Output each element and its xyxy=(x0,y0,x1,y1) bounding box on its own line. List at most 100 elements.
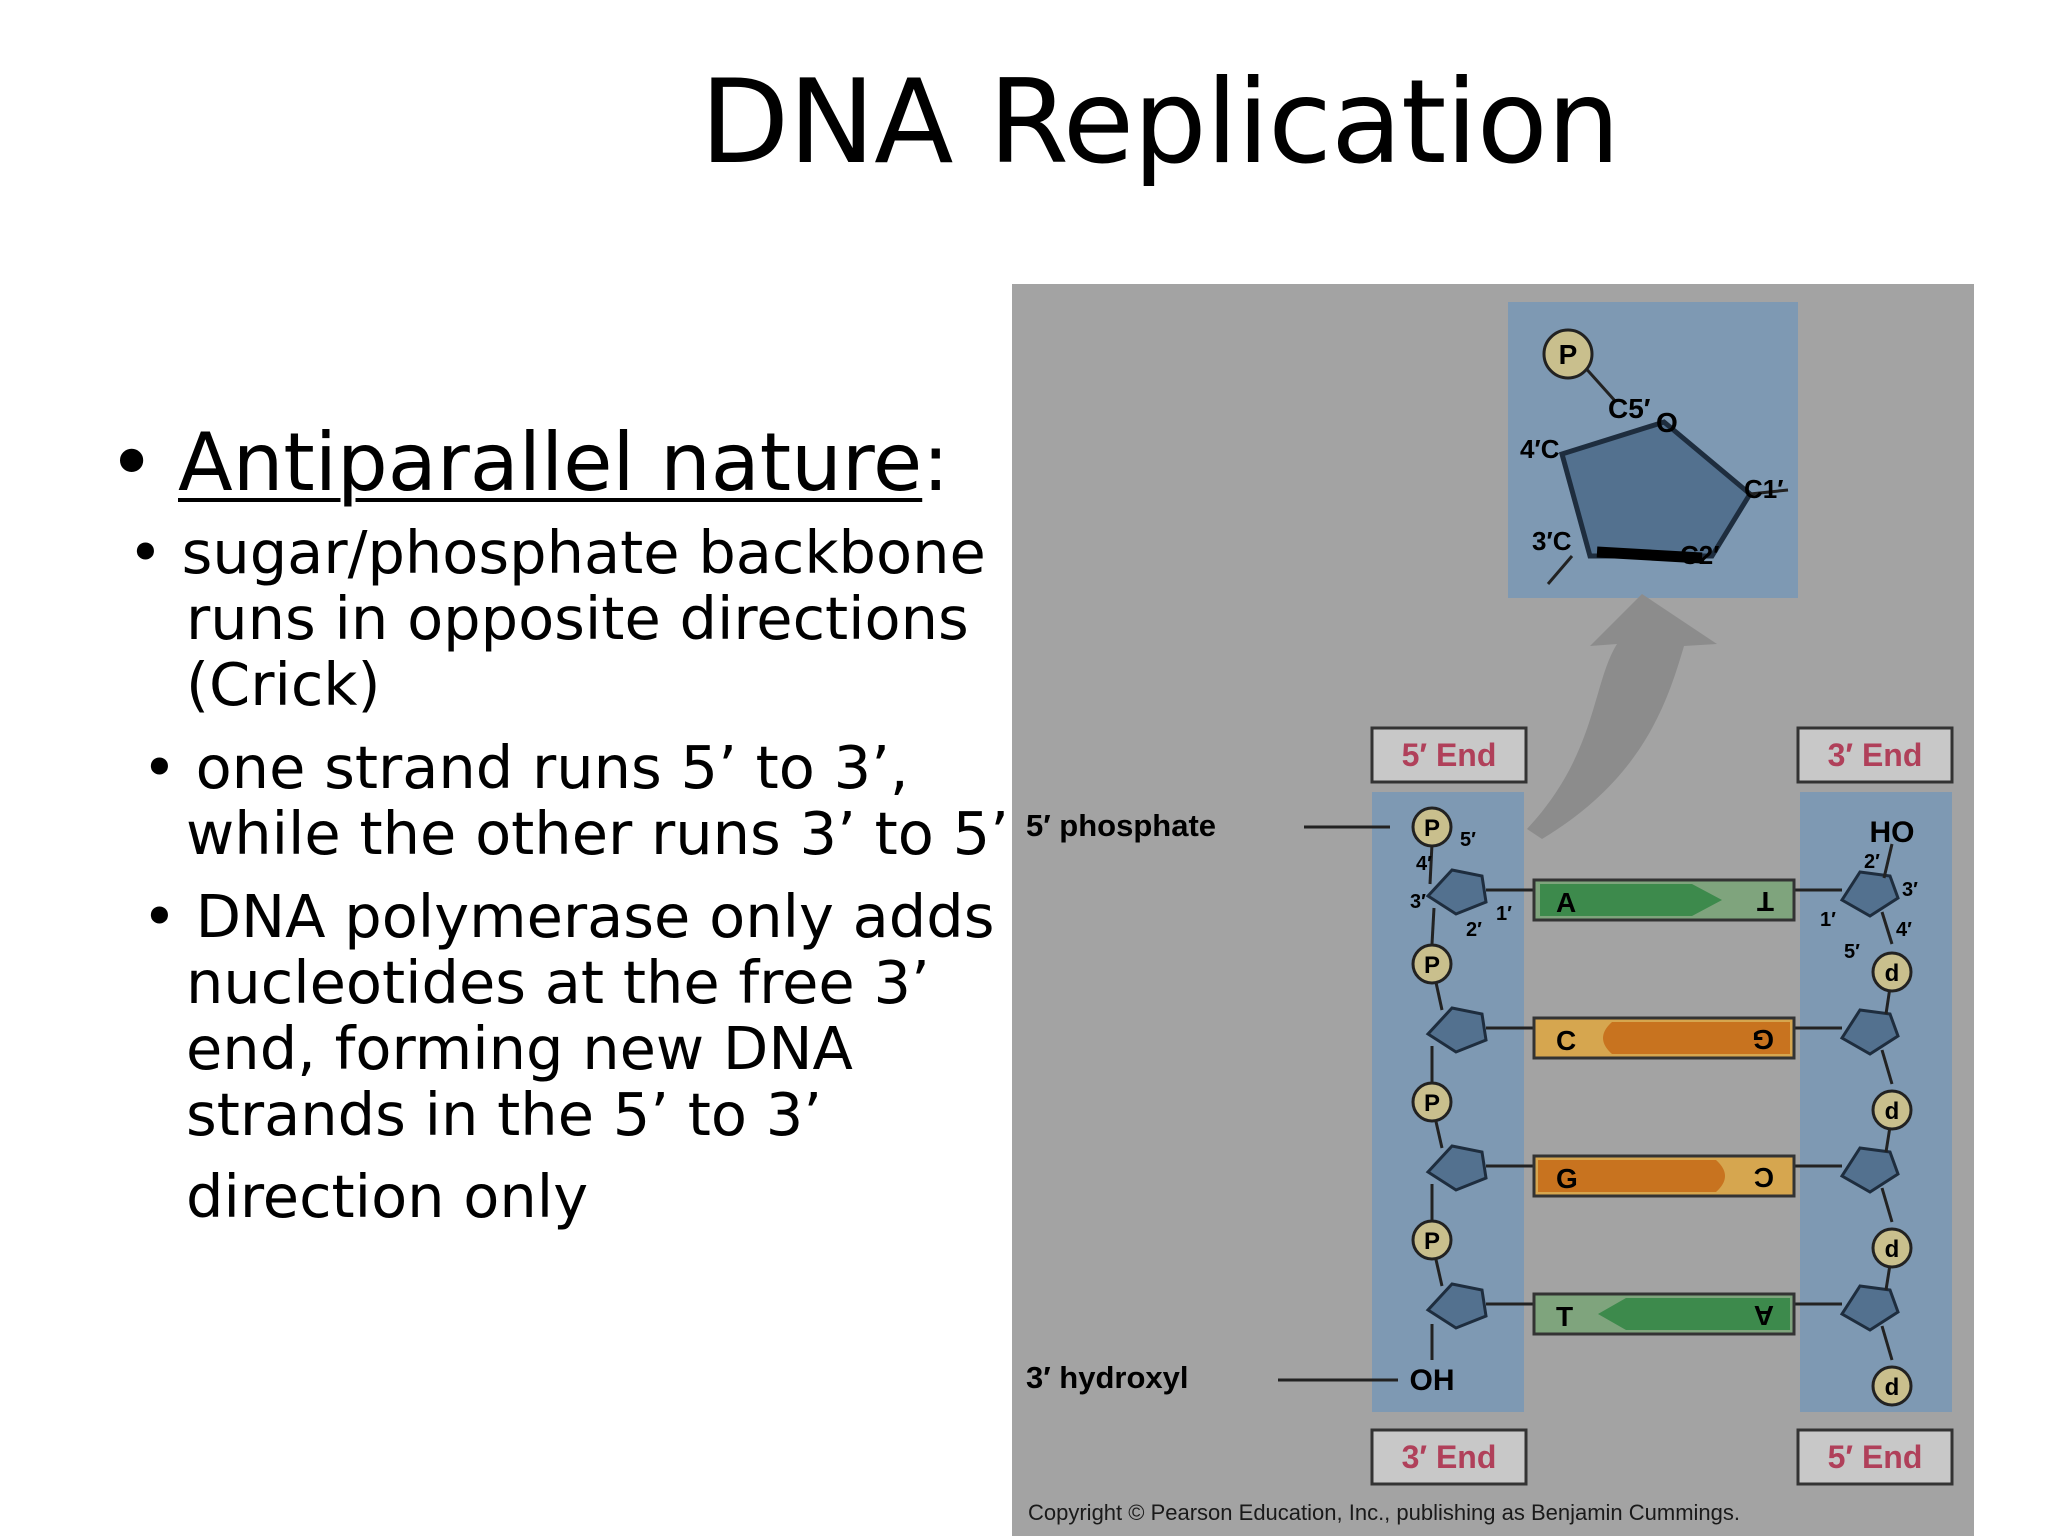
right-phosphate-3 xyxy=(1871,1227,1913,1269)
base-pair-2: C G xyxy=(1532,1016,1796,1060)
phosphate-side-label: 5′ phosphate xyxy=(1026,808,1216,843)
copyright-text: Copyright © Pearson Education, Inc., pub… xyxy=(1028,1500,1740,1525)
right-strand xyxy=(1794,843,1900,1361)
sub-bullet-line: end, forming new DNA xyxy=(186,1014,853,1083)
ho-label: HO xyxy=(1870,816,1915,849)
left-sugar-3 xyxy=(1425,1144,1488,1192)
bullet-marker: • xyxy=(128,518,163,587)
o-label: O xyxy=(1656,407,1678,438)
base-right-letter: G xyxy=(1752,1024,1774,1055)
base-pair-1: A T xyxy=(1532,878,1796,922)
sub-bullet-line: one strand runs 5’ to 3’, xyxy=(195,733,909,802)
oh-label: OH xyxy=(1410,1364,1455,1397)
main-bullet-suffix: : xyxy=(922,416,950,509)
base-left-letter: T xyxy=(1556,1301,1573,1332)
right-phosphate-1 xyxy=(1871,951,1913,993)
right-num-1: 1′ xyxy=(1820,909,1836,931)
sub-bullet-line: DNA polymerase only adds xyxy=(195,882,995,951)
left-phosphate-label-1: P xyxy=(1424,815,1440,842)
base-right-shape xyxy=(1603,1022,1790,1054)
page-title: DNA Replication xyxy=(700,55,1620,190)
left-num-2: 2′ xyxy=(1466,919,1482,941)
right-phosphate-label-3: d xyxy=(1885,1236,1900,1263)
left-phosphate-1 xyxy=(1411,806,1453,848)
base-right-letter: C xyxy=(1754,1162,1774,1193)
dna-diagram: P C5′ O 4′C C1′ 3′C C2′ 5′ End 3′ End 3′… xyxy=(1012,284,1974,1536)
left-phosphate-3 xyxy=(1411,1081,1453,1123)
left-phosphate-label-4: P xyxy=(1424,1228,1440,1255)
base-pair-4: T A xyxy=(1532,1292,1796,1336)
left-num-4: 4′ xyxy=(1416,853,1432,875)
left-num-1: 1′ xyxy=(1496,903,1512,925)
right-phosphate-label-4: d xyxy=(1885,1374,1900,1401)
left-phosphate-label-3: P xyxy=(1424,1090,1440,1117)
left-num-5: 5′ xyxy=(1460,829,1476,851)
sub-bullet-line: (Crick) xyxy=(186,650,381,719)
right-phosphate-2 xyxy=(1871,1089,1913,1131)
c2-label: C2′ xyxy=(1680,540,1719,570)
sugar-bond xyxy=(1596,546,1703,564)
right-backbone-line xyxy=(1880,1325,1894,1361)
right-backbone-line xyxy=(1880,1049,1894,1085)
end-box-left-bottom xyxy=(1370,1428,1528,1486)
base-pair-3: G C xyxy=(1532,1154,1796,1198)
left-backbone-line xyxy=(1430,907,1436,945)
right-num-5: 5′ xyxy=(1844,941,1860,963)
sugar-ring xyxy=(1558,419,1754,559)
left-num-3: 3′ xyxy=(1410,891,1426,913)
right-backbone-line xyxy=(1880,911,1894,945)
end-box-right-top xyxy=(1796,726,1954,784)
sub-bullet-1: • sugar/phosphate backbone runs in oppos… xyxy=(128,520,986,718)
bullet-marker: • xyxy=(142,882,177,951)
sub-bullet-3: • DNA polymerase only adds nucleotides a… xyxy=(142,884,994,1230)
left-sugar-2 xyxy=(1425,1006,1488,1054)
end-label-right-top: 3′ End xyxy=(1828,737,1923,773)
c1-label: C1′ xyxy=(1744,474,1783,504)
sub-bullet-2: • one strand runs 5’ to 3’, while the ot… xyxy=(142,735,1029,867)
left-phosphate-4 xyxy=(1411,1219,1453,1261)
base-right-letter: A xyxy=(1754,1300,1774,1331)
sub-bullet-line: sugar/phosphate backbone xyxy=(181,518,986,587)
ring-bond-c1 xyxy=(1749,488,1789,496)
base-left-letter: A xyxy=(1556,887,1576,918)
c4-label: 4′C xyxy=(1520,434,1560,464)
left-strand xyxy=(1425,843,1534,1360)
hydroxyl-side-label: 3′ hydroxyl xyxy=(1026,1360,1189,1395)
left-sugar-4 xyxy=(1425,1282,1488,1330)
left-phosphates xyxy=(1411,806,1453,1261)
left-sugar-1 xyxy=(1425,868,1488,916)
sub-bullet-line: strands in the 5’ to 3’ xyxy=(186,1080,823,1149)
bullet-marker: • xyxy=(108,416,156,509)
base-left-shape xyxy=(1538,1160,1725,1192)
bullet-marker: • xyxy=(142,733,177,802)
curved-arrow xyxy=(1527,594,1717,839)
ring-bond-c3 xyxy=(1546,555,1574,585)
end-box-right-bottom xyxy=(1796,1428,1954,1486)
end-box-left-top xyxy=(1370,726,1528,784)
end-label-left-top: 5′ End xyxy=(1402,737,1497,773)
left-phosphate-label-2: P xyxy=(1424,952,1440,979)
base-right-letter: T xyxy=(1757,886,1774,917)
right-phosphate-label-2: d xyxy=(1885,1098,1900,1125)
base-left-letter: C xyxy=(1556,1025,1576,1056)
end-label-left-bottom: 3′ End xyxy=(1402,1439,1497,1475)
right-backbone-line xyxy=(1880,1187,1894,1223)
right-num-4: 4′ xyxy=(1896,919,1912,941)
base-left-letter: G xyxy=(1556,1163,1578,1194)
right-phosphate-4 xyxy=(1871,1365,1913,1407)
sub-bullet-line: while the other runs 3’ to 5’; xyxy=(186,799,1029,868)
sub-bullet-line: nucleotides at the free 3’ xyxy=(186,948,930,1017)
sub-bullet-line: direction only xyxy=(186,1162,589,1231)
main-bullet: •Antiparallel nature: xyxy=(108,418,949,508)
phosphate-label: P xyxy=(1559,339,1578,370)
main-bullet-text: Antiparallel nature xyxy=(178,416,923,509)
phosphate-circle xyxy=(1542,328,1594,380)
base-right-shape xyxy=(1598,1298,1790,1330)
left-backbone-line xyxy=(1428,843,1434,885)
base-left-shape xyxy=(1540,884,1722,916)
right-num-2: 2′ xyxy=(1864,851,1880,873)
c3-label: 3′C xyxy=(1532,526,1572,556)
right-backbone-line xyxy=(1882,843,1894,879)
right-phosphates xyxy=(1871,951,1913,1407)
